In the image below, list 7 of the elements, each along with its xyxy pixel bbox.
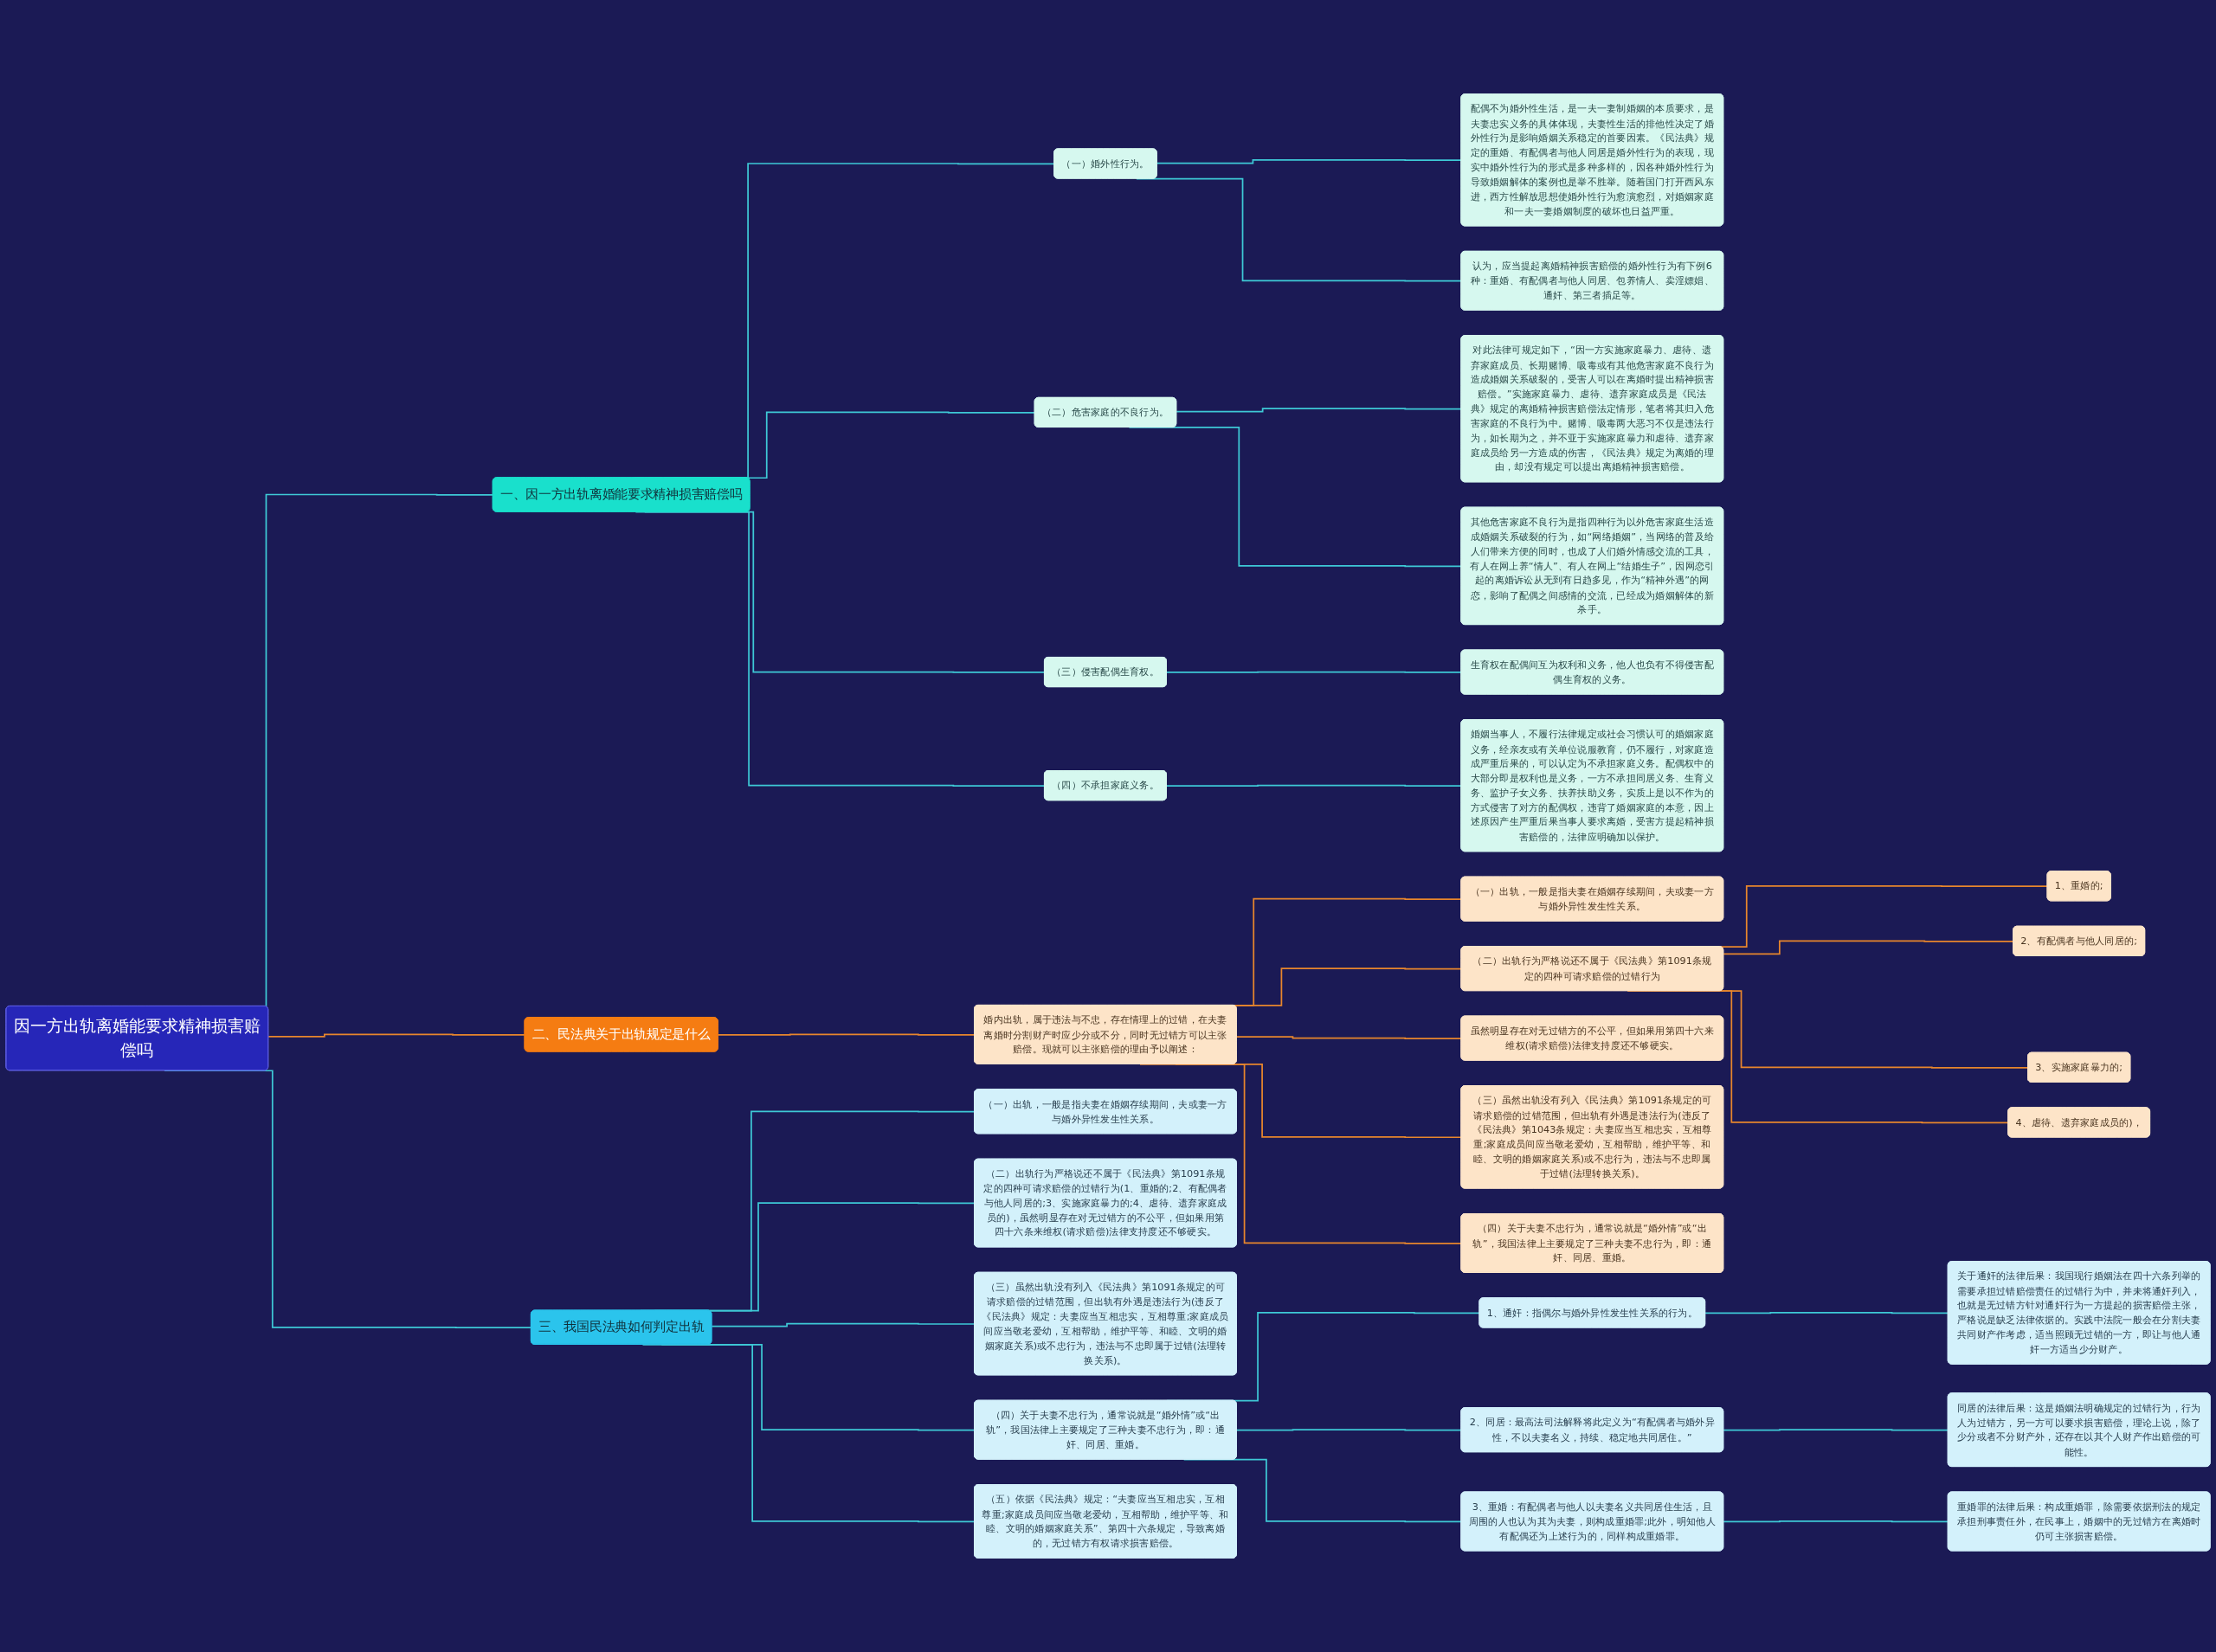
connector [717, 1033, 976, 1036]
connector [267, 1033, 526, 1038]
connector [1723, 940, 2014, 955]
connector [1723, 1429, 1949, 1431]
connector [711, 1322, 976, 1327]
connector [1704, 1312, 1949, 1315]
connector [1723, 1520, 1949, 1523]
